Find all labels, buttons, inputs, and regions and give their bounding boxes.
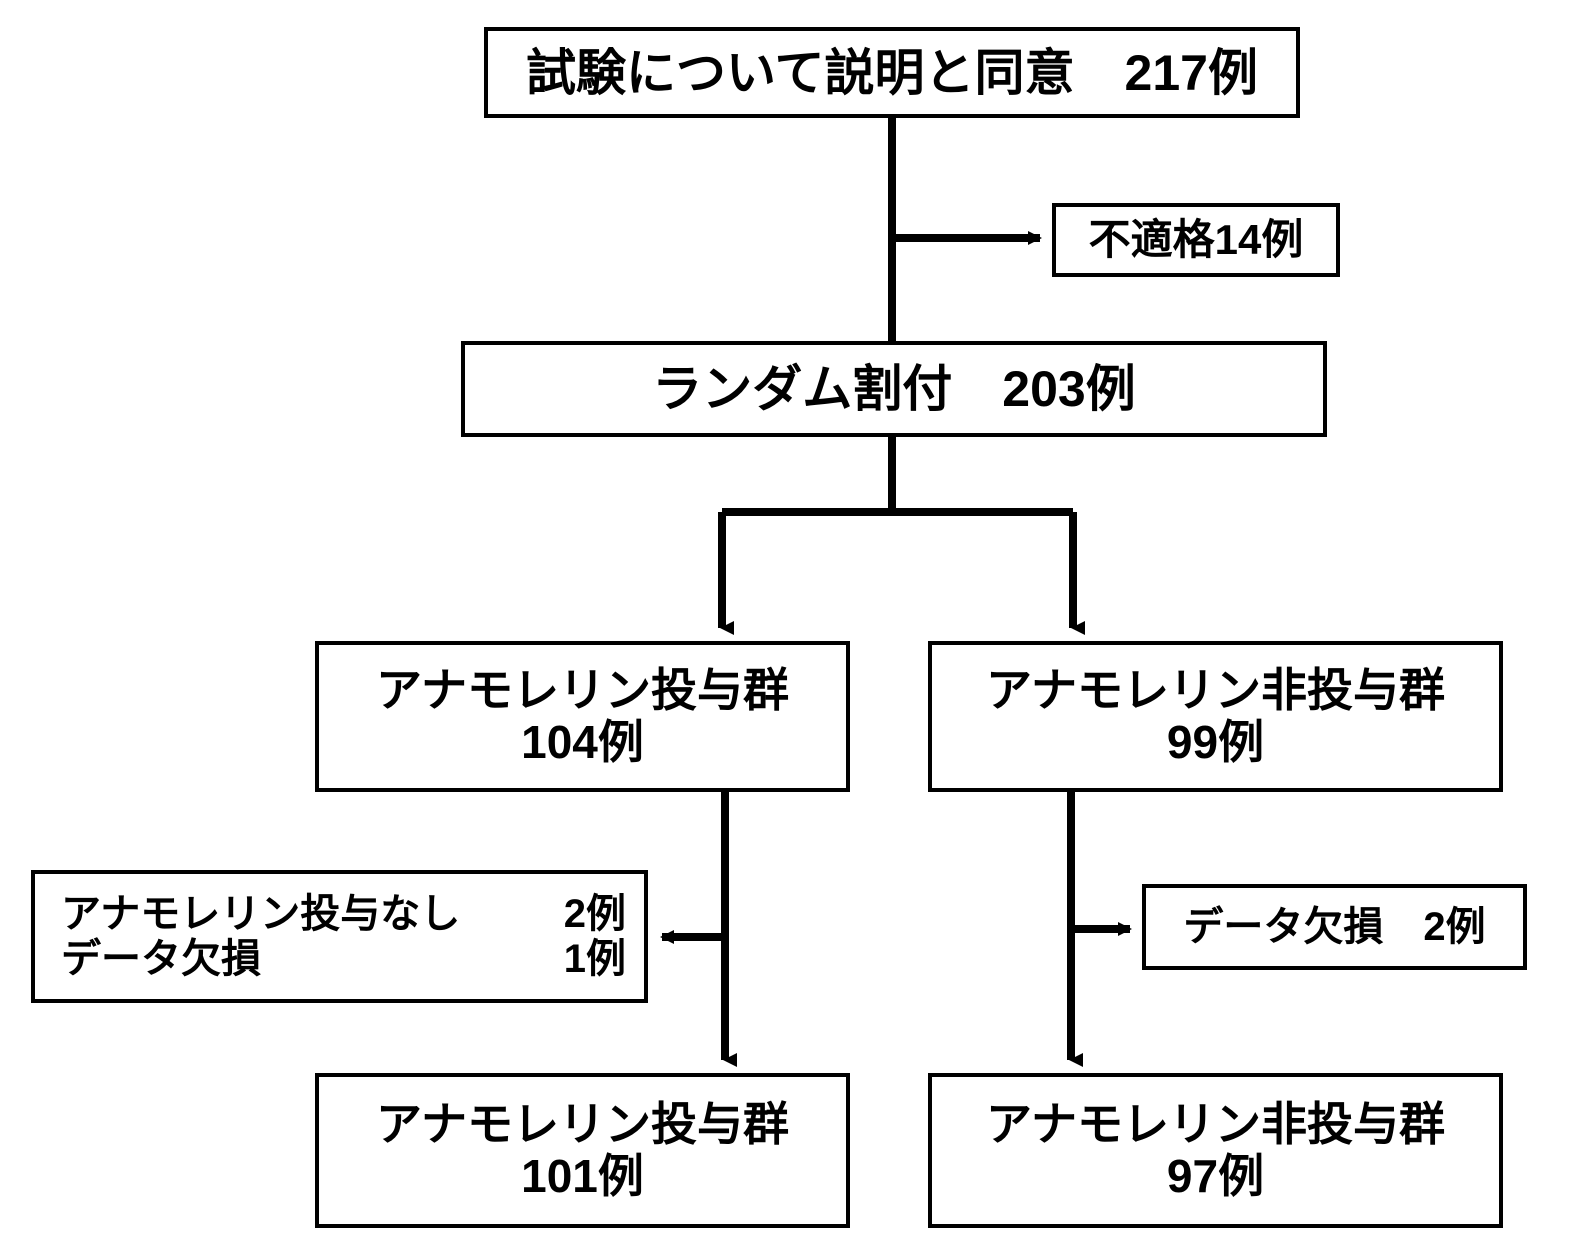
exclusion-row: アナモレリン投与なし 2例 — [61, 892, 626, 937]
node-ineligible: 不適格14例 — [1052, 203, 1340, 277]
exclusion-label: データ欠損 — [61, 936, 261, 981]
node-ineligible-text: 不適格14例 — [1088, 216, 1304, 264]
node-exclusions-control: データ欠損 2例 — [1142, 884, 1527, 970]
node-randomized-text: ランダム割付 203例 — [652, 361, 1136, 417]
node-group-control-label: アナモレリン非投与群 — [985, 663, 1446, 716]
node-final-control: アナモレリン非投与群 97例 — [928, 1073, 1503, 1228]
exclusion-label: アナモレリン投与なし — [61, 891, 461, 936]
node-final-control-label: アナモレリン非投与群 — [985, 1097, 1446, 1150]
exclusion-row: データ欠損 1例 — [61, 937, 626, 982]
node-group-treatment-count: 104例 — [521, 715, 644, 768]
exclusion-count: 1例 — [563, 936, 626, 981]
node-group-treatment-label: アナモレリン投与群 — [375, 663, 790, 716]
node-group-treatment: アナモレリン投与群 104例 — [315, 641, 850, 792]
node-final-treatment-count: 101例 — [521, 1149, 644, 1202]
node-consent: 試験について説明と同意 217例 — [484, 27, 1300, 118]
node-group-control: アナモレリン非投与群 99例 — [928, 641, 1503, 792]
node-final-treatment-label: アナモレリン投与群 — [375, 1097, 790, 1150]
node-exclusions-control-text: データ欠損 2例 — [1183, 904, 1486, 949]
node-exclusions-treatment: アナモレリン投与なし 2例 データ欠損 1例 — [31, 870, 648, 1003]
node-final-treatment: アナモレリン投与群 101例 — [315, 1073, 850, 1228]
node-group-control-count: 99例 — [1166, 715, 1265, 768]
node-randomized: ランダム割付 203例 — [461, 341, 1327, 437]
node-consent-text: 試験について説明と同意 217例 — [526, 44, 1258, 101]
node-final-control-count: 97例 — [1166, 1149, 1265, 1202]
exclusion-count: 2例 — [563, 891, 626, 936]
